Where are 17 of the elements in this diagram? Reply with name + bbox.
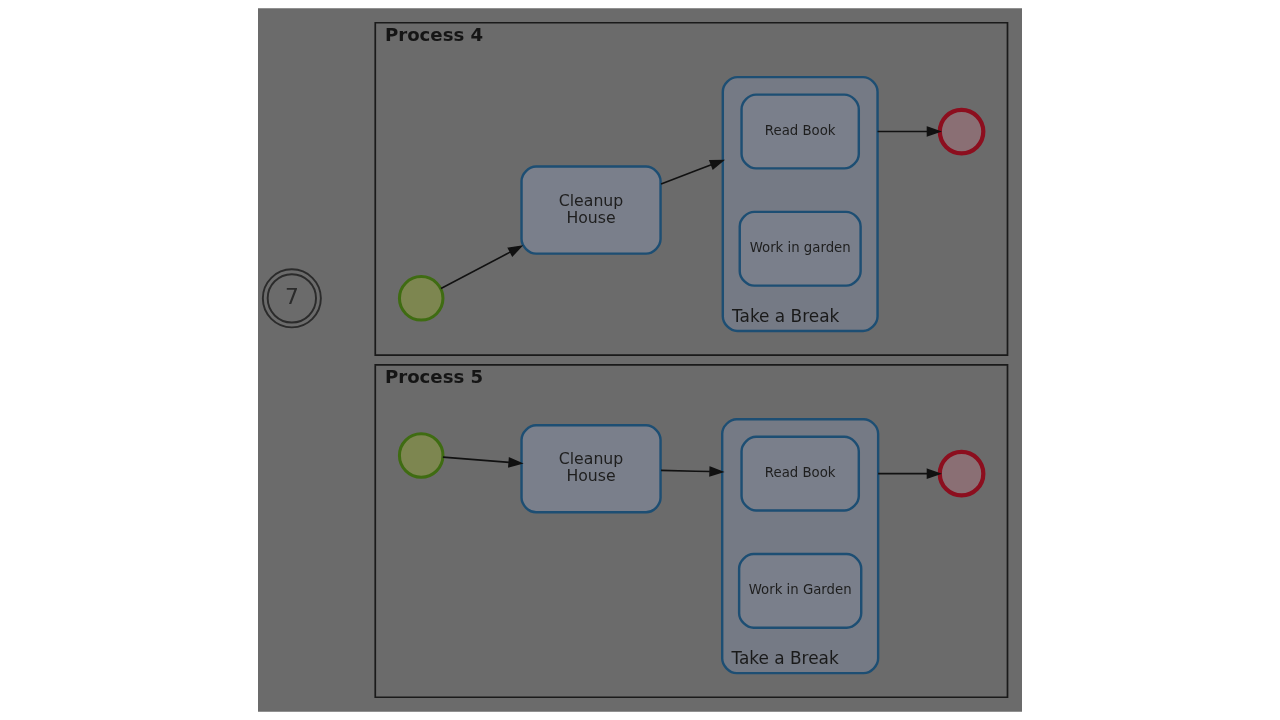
node-box: Work in Garden bbox=[737, 552, 863, 629]
node-box: Read Book bbox=[740, 93, 860, 170]
arrow bbox=[442, 456, 524, 468]
node-circle: 7 bbox=[261, 268, 322, 329]
arrow bbox=[876, 126, 942, 137]
arrow bbox=[660, 466, 725, 477]
node-box: Read Book bbox=[740, 435, 860, 512]
arrow bbox=[440, 245, 524, 290]
node-circle bbox=[937, 449, 986, 498]
node-circle bbox=[937, 107, 986, 156]
node-box: Work in garden bbox=[738, 210, 862, 287]
node-box: Cleanup House bbox=[520, 165, 662, 255]
arrow bbox=[877, 468, 942, 479]
arrow bbox=[660, 159, 726, 185]
node-circle bbox=[397, 275, 445, 322]
node-box: Cleanup House bbox=[520, 424, 662, 514]
node-circle bbox=[397, 432, 445, 479]
